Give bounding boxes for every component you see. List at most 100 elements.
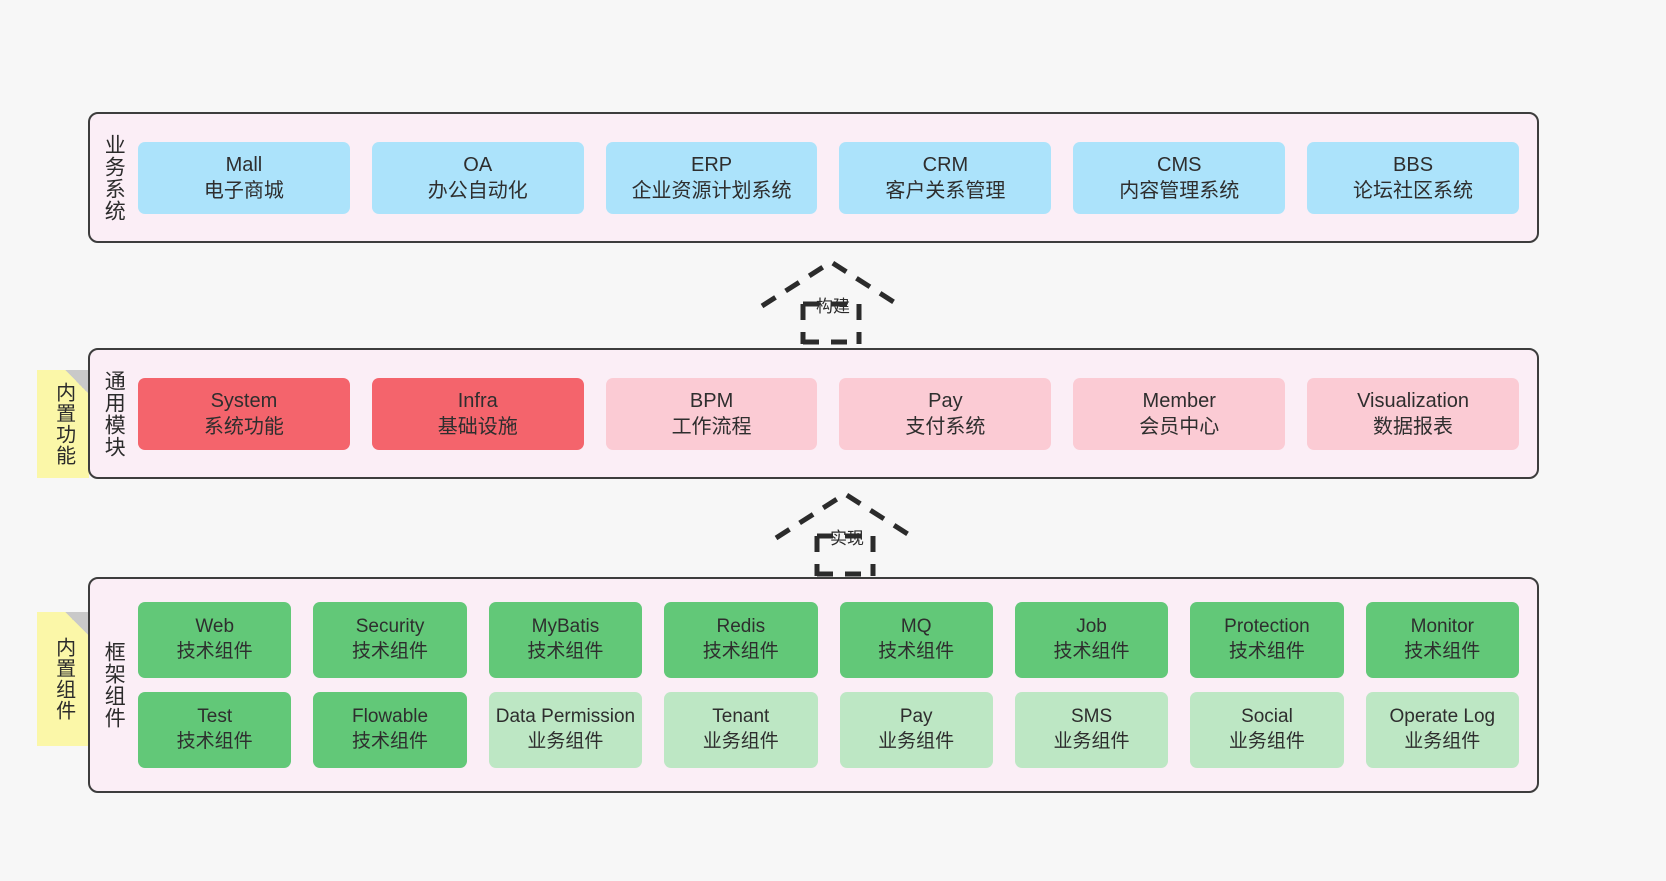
box-bbs[interactable]: BBS 论坛社区系统 [1307,141,1519,214]
box-subtitle: 技术组件 [1404,641,1481,662]
note-builtin-component: 内置组件 [37,612,89,746]
box-subtitle: 内容管理系统 [1119,179,1240,202]
box-subtitle: 技术组件 [176,641,253,662]
box-subtitle: 业务组件 [527,731,604,752]
box-subtitle: 客户关系管理 [885,179,1006,202]
box-subtitle: 电子商城 [203,179,284,202]
box-subtitle: 办公自动化 [427,179,528,202]
box-monitor[interactable]: Monitor 技术组件 [1365,602,1519,678]
box-title: ERP [691,153,733,176]
box-title: Tenant [712,706,770,728]
layer-row: System 系统功能 Infra 基础设施 BPM 工作流程 Pay 支付系统… [138,377,1519,450]
box-subtitle: 技术组件 [352,731,429,752]
box-subtitle: 基础设施 [437,415,518,438]
box-subtitle: 企业资源计划系统 [631,179,792,202]
box-infra[interactable]: Infra 基础设施 [371,377,584,450]
box-crm[interactable]: CRM 客户关系管理 [839,141,1052,214]
layer-label-framework-components: 框架组件 [102,641,126,729]
box-title: Monitor [1410,616,1474,638]
arrow-implement: 实现 [770,490,920,577]
box-title: MyBatis [531,616,600,638]
box-pay[interactable]: Pay 支付系统 [839,377,1052,450]
box-title: BBS [1393,153,1434,176]
box-title: Security [355,616,425,638]
box-web[interactable]: Web 技术组件 [138,602,292,678]
box-social[interactable]: Social 业务组件 [1190,692,1344,768]
box-job[interactable]: Job 技术组件 [1014,602,1169,678]
box-subtitle: 技术组件 [1228,641,1305,662]
box-subtitle: 技术组件 [702,641,779,662]
box-erp[interactable]: ERP 企业资源计划系统 [605,141,818,214]
box-pay-component[interactable]: Pay 业务组件 [839,692,993,768]
box-subtitle: 会员中心 [1139,415,1220,438]
box-title: Flowable [352,706,429,728]
box-mq[interactable]: MQ 技术组件 [839,602,993,678]
layer-row: Mall 电子商城 OA 办公自动化 ERP 企业资源计划系统 CRM 客户关系… [138,141,1519,214]
box-test[interactable]: Test 技术组件 [138,692,292,768]
box-subtitle: 数据报表 [1373,415,1454,438]
arrow-build: 构建 [756,258,906,345]
note-fold-icon [65,612,89,636]
box-cms[interactable]: CMS 内容管理系统 [1073,141,1286,214]
box-visualization[interactable]: Visualization 数据报表 [1307,377,1519,450]
box-title: Visualization [1357,389,1470,412]
box-subtitle: 技术组件 [1053,641,1130,662]
box-title: System [210,389,278,412]
box-subtitle: 业务组件 [702,731,779,752]
box-subtitle: 业务组件 [1404,731,1481,752]
box-title: Social [1241,706,1293,728]
arrow-build-label: 构建 [816,297,850,316]
box-subtitle: 系统功能 [203,415,284,438]
box-title: Pay [899,706,933,728]
box-member[interactable]: Member 会员中心 [1073,377,1286,450]
arrow-implement-label: 实现 [830,529,864,548]
note-builtin-function: 内置功能 [37,370,89,478]
layer-framework-components: 框架组件 Web 技术组件 Security 技术组件 MyBatis 技术组件… [88,577,1539,793]
box-title: Operate Log [1389,706,1496,728]
note-label: 内置功能 [52,382,75,466]
box-subtitle: 技术组件 [527,641,604,662]
box-tenant[interactable]: Tenant 业务组件 [664,692,818,768]
box-title: Protection [1224,616,1310,638]
box-bpm[interactable]: BPM 工作流程 [605,377,818,450]
layer-body-common-modules: System 系统功能 Infra 基础设施 BPM 工作流程 Pay 支付系统… [136,350,1537,477]
box-subtitle: 技术组件 [352,641,429,662]
box-title: Web [195,616,235,638]
box-title: MQ [900,616,932,638]
layer-business-system: 业务系统 Mall 电子商城 OA 办公自动化 ERP 企业资源计划系统 CRM… [88,112,1539,243]
box-mybatis[interactable]: MyBatis 技术组件 [488,602,643,678]
box-subtitle: 支付系统 [905,415,986,438]
note-fold-icon [65,370,89,394]
box-title: Mall [225,153,263,176]
box-subtitle: 业务组件 [878,731,955,752]
note-label: 内置组件 [52,637,75,721]
box-redis[interactable]: Redis 技术组件 [664,602,818,678]
box-title: Pay [928,389,963,412]
box-security[interactable]: Security 技术组件 [313,602,467,678]
box-operate-log[interactable]: Operate Log 业务组件 [1365,692,1519,768]
layer-label-common-modules: 通用模块 [102,369,126,458]
box-title: BPM [689,389,734,412]
box-subtitle: 论坛社区系统 [1353,179,1474,202]
box-title: Test [197,706,233,728]
layer-row-business: Test 技术组件 Flowable 技术组件 Data Permission … [138,692,1519,768]
box-title: CRM [922,153,969,176]
box-subtitle: 业务组件 [1228,731,1305,752]
box-title: OA [463,153,493,176]
box-title: Data Permission [495,706,636,728]
box-flowable[interactable]: Flowable 技术组件 [313,692,467,768]
box-title: Infra [457,389,498,412]
box-sms[interactable]: SMS 业务组件 [1014,692,1169,768]
layer-body-framework-components: Web 技术组件 Security 技术组件 MyBatis 技术组件 Redi… [136,579,1537,791]
box-oa[interactable]: OA 办公自动化 [371,141,584,214]
box-data-permission[interactable]: Data Permission 业务组件 [488,692,643,768]
box-protection[interactable]: Protection 技术组件 [1190,602,1344,678]
layer-label-business-system: 业务系统 [102,133,126,222]
box-system[interactable]: System 系统功能 [138,377,350,450]
box-title: SMS [1070,706,1113,728]
box-mall[interactable]: Mall 电子商城 [138,141,350,214]
box-title: CMS [1157,153,1202,176]
box-title: Redis [716,616,766,638]
box-title: Job [1076,616,1107,638]
